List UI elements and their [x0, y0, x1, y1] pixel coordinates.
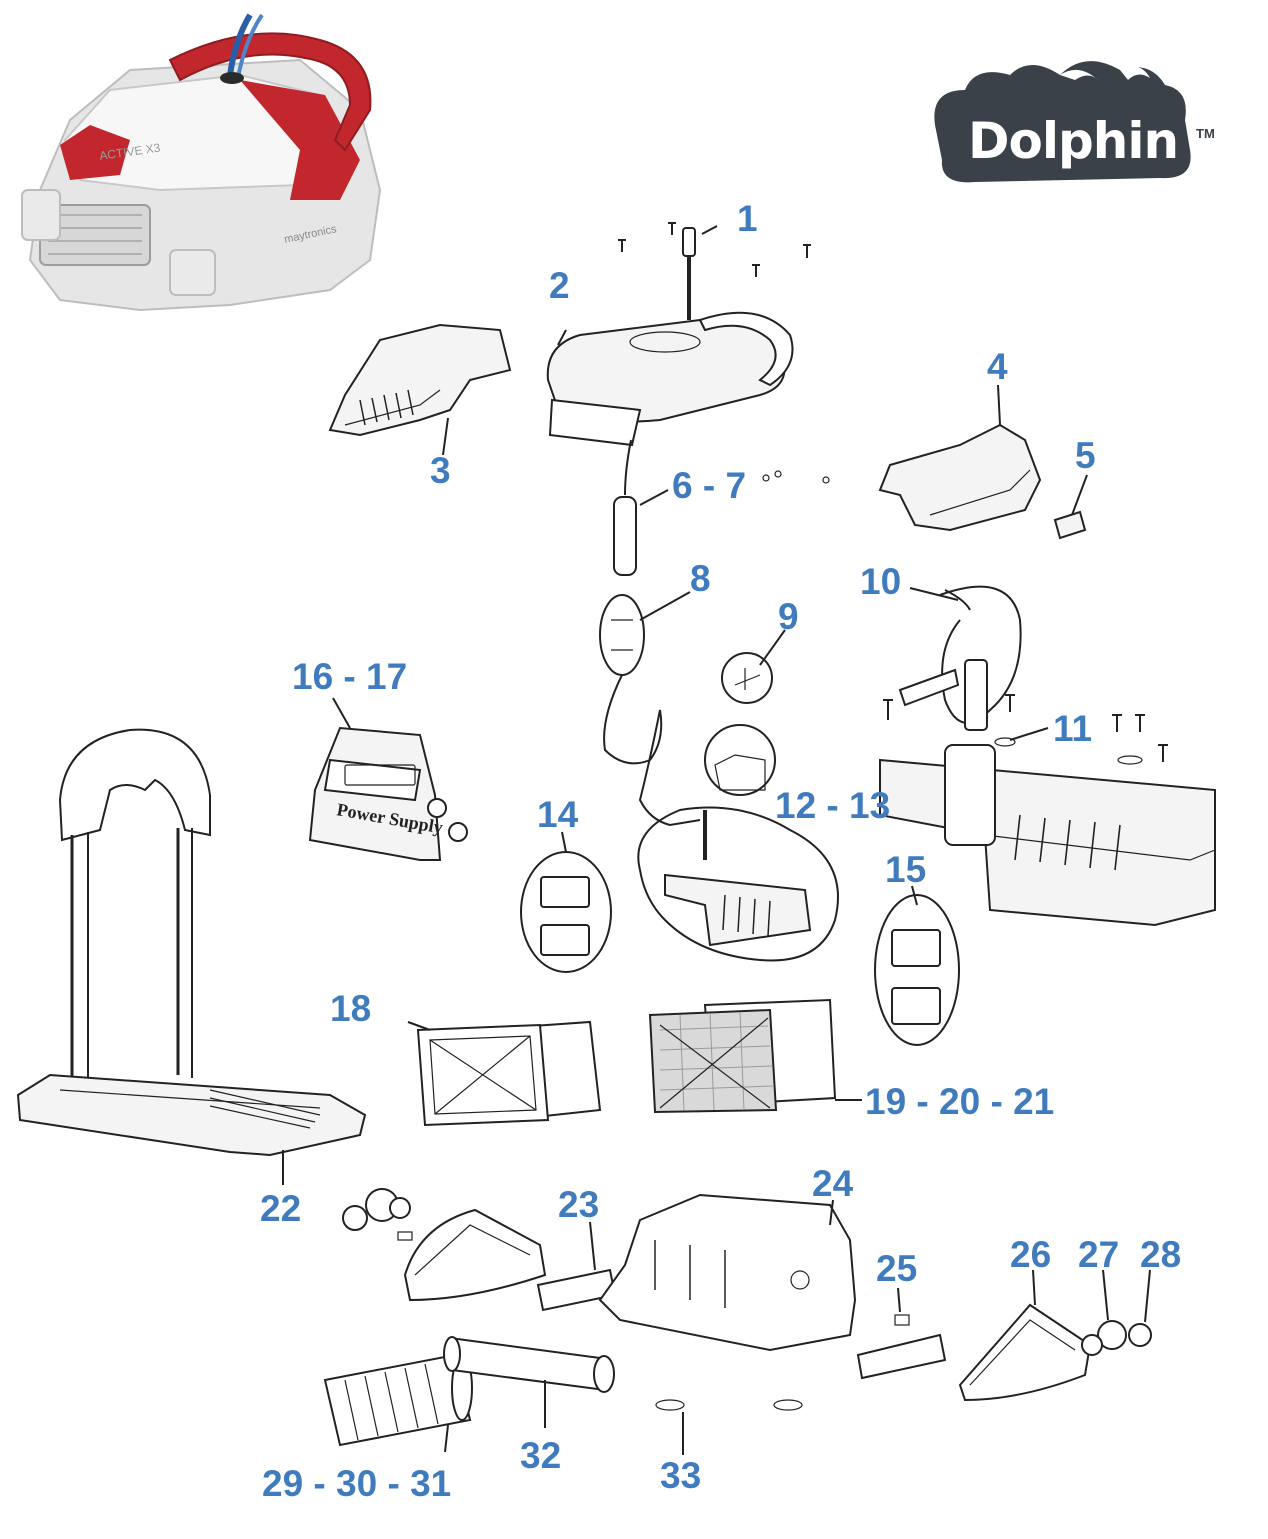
part-12-13-motor-detail: [637, 724, 839, 962]
part-track-left: [403, 1208, 547, 1302]
part-25-block: [856, 1287, 947, 1380]
callout-4: 4: [987, 346, 1008, 387]
callout-33: 33: [660, 1455, 702, 1496]
callout-10: 10: [860, 561, 902, 602]
callout-18: 18: [330, 988, 372, 1029]
top-screws: [618, 222, 811, 277]
part-10-11-motor-unit: [879, 585, 1216, 927]
callout-22: 22: [260, 1188, 302, 1229]
part-9-clip: [721, 629, 786, 704]
part-19-20-21-filter-mesh: [648, 998, 862, 1114]
callout-25: 25: [876, 1248, 918, 1289]
callout-8: 8: [690, 558, 711, 599]
part-14-filter-clips: [520, 831, 612, 973]
part-1-cable-connector: [682, 225, 718, 320]
callout-28: 28: [1140, 1234, 1182, 1275]
callout-3: 3: [430, 450, 451, 491]
callout-27: 27: [1078, 1234, 1120, 1275]
part-6-7-swivel: [613, 439, 830, 576]
callout-29-30-31: 29 - 30 - 31: [262, 1463, 452, 1504]
trademark-mark: TM: [1196, 126, 1215, 141]
callout-9: 9: [778, 596, 799, 637]
callout-11: 11: [1053, 708, 1093, 749]
part-8-float: [599, 591, 701, 827]
part-33-pin: [655, 1399, 803, 1455]
part-5-clip: [1053, 474, 1088, 540]
callout-24: 24: [812, 1163, 854, 1204]
callout-15: 15: [885, 849, 927, 890]
part-27-gear: [1081, 1269, 1127, 1356]
callout-14: 14: [537, 794, 579, 835]
part-18-filter-frame: [407, 1020, 602, 1127]
callout-1: 1: [737, 198, 758, 239]
part-3-side-panel-left: [328, 323, 512, 456]
part-22-caddy: [16, 728, 367, 1185]
callout-6-7: 6 - 7: [672, 465, 747, 506]
part-29-30-31-brush: [323, 1353, 473, 1453]
part-32-roller: [443, 1336, 615, 1428]
part-15-filter-clips: [874, 885, 960, 1046]
part-16-17-power-supply: [308, 697, 468, 861]
callout-16-17: 16 - 17: [292, 656, 408, 697]
callout-5: 5: [1075, 435, 1096, 476]
callout-26: 26: [1010, 1234, 1052, 1275]
part-28-bearing: [1128, 1269, 1152, 1347]
part-bearings-left: [342, 1188, 413, 1241]
dolphin-logo-text: Dolphin: [968, 112, 1179, 170]
callout-12-13: 12 - 13: [775, 785, 891, 826]
part-26-track-right: [958, 1269, 1092, 1402]
callout-2: 2: [549, 265, 570, 306]
part-24-chassis: [598, 1193, 857, 1352]
callout-19-20-21: 19 - 20 - 21: [865, 1081, 1055, 1122]
robot-product-photo: [21, 13, 382, 312]
callout-32: 32: [520, 1435, 562, 1476]
dolphin-logo: [934, 61, 1191, 183]
callout-23: 23: [558, 1184, 600, 1225]
part-4-side-panel-right: [878, 384, 1042, 532]
part-2-top-lid: [546, 311, 794, 447]
